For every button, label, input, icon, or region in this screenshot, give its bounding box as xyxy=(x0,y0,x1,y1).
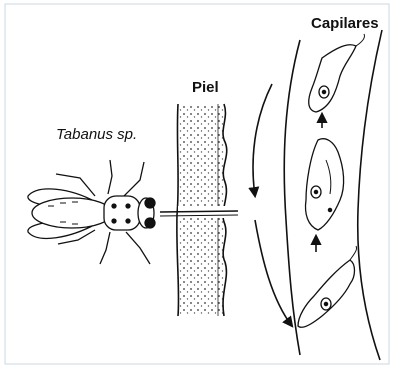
capilares-label: Capilares xyxy=(311,15,379,32)
trypanosome-cell-bottom xyxy=(298,246,357,327)
trypanosome-cell-top xyxy=(309,34,365,112)
tabanus-fly-drawing xyxy=(28,160,155,264)
tabanus-label: Tabanus sp. xyxy=(56,126,137,143)
trypanosome-cell-middle xyxy=(306,139,344,230)
skin-layer-drawing xyxy=(177,104,227,316)
arrow-to-skin-icon xyxy=(253,84,272,196)
piel-label: Piel xyxy=(192,79,219,96)
proboscis-line xyxy=(160,211,238,212)
